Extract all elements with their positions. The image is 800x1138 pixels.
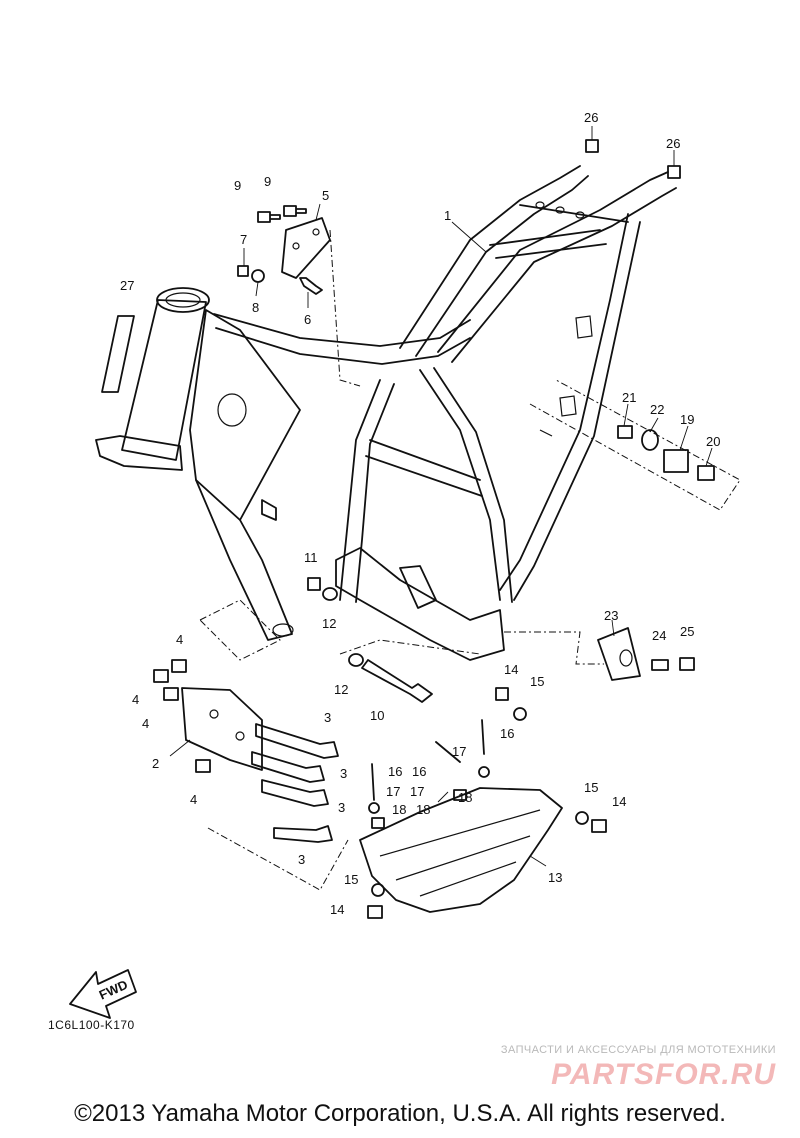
callout-21[interactable]: 21 — [622, 390, 636, 405]
callout-3[interactable]: 3 — [340, 766, 347, 781]
part-13-skid-guard[interactable] — [359, 787, 563, 913]
callout-9[interactable]: 9 — [264, 174, 271, 189]
callout-12[interactable]: 12 — [322, 616, 336, 631]
part-23-24-25-damper[interactable] — [597, 627, 695, 681]
callout-labels: 1 2 3 3 3 3 4 4 4 4 5 6 7 8 9 9 10 11 12… — [120, 110, 720, 917]
watermark-brand: PARTSFOR.RU — [551, 1058, 776, 1091]
callout-27[interactable]: 27 — [120, 278, 134, 293]
callout-6[interactable]: 6 — [304, 312, 311, 327]
part-14-15-16-17-18-hardware[interactable] — [367, 687, 607, 919]
callout-2[interactable]: 2 — [152, 756, 159, 771]
callout-10[interactable]: 10 — [370, 708, 384, 723]
callout-17[interactable]: 17 — [452, 744, 466, 759]
diagram-code: 1C6L100-K170 — [48, 1018, 135, 1032]
callout-15[interactable]: 15 — [344, 872, 358, 887]
part-7-8-nut-washer[interactable] — [237, 265, 265, 283]
part-6-bolt[interactable] — [299, 277, 323, 295]
callout-22[interactable]: 22 — [650, 402, 664, 417]
part-4-nuts[interactable] — [153, 659, 211, 773]
callout-13[interactable]: 13 — [548, 870, 562, 885]
callout-20[interactable]: 20 — [706, 434, 720, 449]
callout-18[interactable]: 18 — [458, 790, 472, 805]
callout-23[interactable]: 23 — [604, 608, 618, 623]
callout-4[interactable]: 4 — [176, 632, 183, 647]
fwd-label: FWD — [97, 977, 130, 1003]
callout-14[interactable]: 14 — [504, 662, 518, 677]
callout-8[interactable]: 8 — [252, 300, 259, 315]
part-10-pivot-bolt[interactable] — [348, 653, 433, 703]
callout-16[interactable]: 16 — [500, 726, 514, 741]
callout-4[interactable]: 4 — [142, 716, 149, 731]
frame-drawing[interactable] — [95, 165, 677, 661]
callout-17[interactable]: 17 — [386, 784, 400, 799]
reference-lines — [199, 229, 741, 891]
part-5-plate[interactable] — [281, 217, 331, 279]
callout-18[interactable]: 18 — [416, 802, 430, 817]
callout-15[interactable]: 15 — [584, 780, 598, 795]
callout-18[interactable]: 18 — [392, 802, 406, 817]
callout-4[interactable]: 4 — [190, 792, 197, 807]
callout-1[interactable]: 1 — [444, 208, 451, 223]
part-27-label[interactable] — [101, 315, 135, 393]
callout-12[interactable]: 12 — [334, 682, 348, 697]
callout-3[interactable]: 3 — [298, 852, 305, 867]
callout-16[interactable]: 16 — [412, 764, 426, 779]
fwd-arrow-icon: FWD — [69, 969, 137, 1019]
callout-26[interactable]: 26 — [584, 110, 598, 125]
callout-7[interactable]: 7 — [240, 232, 247, 247]
part-21-22-19-20-group[interactable] — [617, 425, 715, 481]
callout-3[interactable]: 3 — [324, 710, 331, 725]
part-11-12-nut-washer[interactable] — [307, 577, 338, 601]
part-2-engine-bracket[interactable] — [181, 687, 263, 771]
callout-14[interactable]: 14 — [330, 902, 344, 917]
callout-11[interactable]: 11 — [304, 550, 318, 565]
part-26-caps[interactable] — [585, 139, 681, 179]
callout-5[interactable]: 5 — [322, 188, 329, 203]
callout-9[interactable]: 9 — [234, 178, 241, 193]
callout-3[interactable]: 3 — [338, 800, 345, 815]
leader-lines — [169, 126, 713, 867]
part-9-bolts[interactable] — [257, 205, 307, 223]
watermark-tagline: ЗАПЧАСТИ И АКСЕССУАРЫ ДЛЯ МОТОТЕХНИКИ — [500, 1044, 776, 1056]
callout-14[interactable]: 14 — [612, 794, 626, 809]
callout-26[interactable]: 26 — [666, 136, 680, 151]
callout-25[interactable]: 25 — [680, 624, 694, 639]
callout-16[interactable]: 16 — [388, 764, 402, 779]
callout-19[interactable]: 19 — [680, 412, 694, 427]
callout-17[interactable]: 17 — [410, 784, 424, 799]
part-3-bolts[interactable] — [251, 723, 339, 843]
callout-4[interactable]: 4 — [132, 692, 139, 707]
callout-15[interactable]: 15 — [530, 674, 544, 689]
callout-24[interactable]: 24 — [652, 628, 666, 643]
copyright-notice: ©2013 Yamaha Motor Corporation, U.S.A. A… — [74, 1100, 726, 1127]
